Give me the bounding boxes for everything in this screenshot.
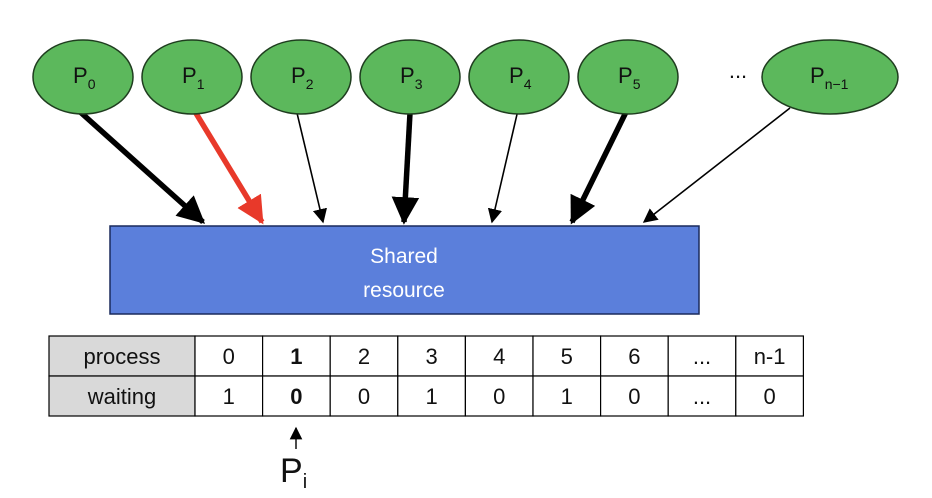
table-cell bbox=[667, 335, 737, 377]
table-cell bbox=[464, 335, 534, 377]
process-node-label-main: P bbox=[73, 63, 88, 88]
shared-resource-label-line1: Shared bbox=[370, 245, 438, 268]
table-cell-text: 1 bbox=[290, 344, 302, 369]
process-node-label-1: P1 bbox=[182, 63, 205, 92]
table-cell-text: 0 bbox=[628, 384, 640, 409]
process-node-1 bbox=[141, 39, 243, 115]
table-cell-text: 6 bbox=[628, 344, 640, 369]
table-cell bbox=[329, 335, 399, 377]
table-cell-text: 3 bbox=[425, 344, 437, 369]
arrow-p1 bbox=[191, 108, 265, 225]
table-cell bbox=[599, 375, 669, 417]
table-cell bbox=[397, 375, 466, 417]
process-node-label-main: P bbox=[182, 63, 197, 88]
waiting-table: process 0 1 2 3 4 5 6... n-1 waiting 1 0 0 1 0 1 0... 0 bbox=[48, 335, 804, 417]
table-cell bbox=[194, 335, 264, 377]
shared-resource-box bbox=[109, 225, 700, 315]
process-node-label-main: P bbox=[509, 63, 524, 88]
process-node-label-2: P2 bbox=[291, 63, 314, 92]
process-node-label-main: P bbox=[291, 63, 306, 88]
process-node-4 bbox=[468, 39, 570, 115]
table-cell bbox=[667, 375, 737, 417]
process-node-label-sub: 1 bbox=[197, 76, 205, 92]
process-node-label-main: P bbox=[400, 63, 415, 88]
table-cell bbox=[397, 335, 466, 377]
table-cell-text: 4 bbox=[493, 344, 505, 369]
table-cell-text: n-1 bbox=[754, 344, 786, 369]
table-cell-text: 0 bbox=[763, 384, 775, 409]
table-cell-text: 5 bbox=[561, 344, 573, 369]
table-cell-text: ... bbox=[693, 344, 711, 369]
shared-resource: Shared resource bbox=[109, 225, 700, 315]
table-cell-text: 2 bbox=[358, 344, 370, 369]
process-ellipsis: ... bbox=[729, 58, 747, 83]
table-cell-text: 0 bbox=[223, 344, 235, 369]
request-arrows bbox=[76, 106, 791, 225]
table-cell-text: 1 bbox=[425, 384, 437, 409]
pointer-label: Pi bbox=[280, 452, 307, 493]
process-node-label-sub: 3 bbox=[415, 76, 423, 92]
pointer-marker: Pi bbox=[280, 426, 307, 493]
arrow-p3 bbox=[391, 112, 420, 225]
arrow-p0 bbox=[76, 107, 206, 225]
process-node-label-sub: 5 bbox=[633, 76, 641, 92]
process-node-label-6: Pn−1 bbox=[810, 63, 849, 92]
process-node-2 bbox=[250, 39, 352, 115]
table-cell bbox=[464, 375, 534, 417]
table-header-text: waiting bbox=[87, 384, 156, 409]
process-node-3 bbox=[359, 39, 461, 115]
table-cell bbox=[262, 335, 331, 377]
process-node-label-3: P3 bbox=[400, 63, 423, 92]
shared-resource-label-line2: resource bbox=[363, 279, 445, 302]
process-node-5 bbox=[577, 39, 679, 115]
process-node-label-sub: 0 bbox=[88, 76, 96, 92]
process-node-label-sub: 4 bbox=[524, 76, 532, 92]
arrow-p4 bbox=[487, 109, 519, 224]
arrow-p6 bbox=[642, 107, 791, 223]
process-node-label-main: P bbox=[810, 63, 825, 88]
process-node-6 bbox=[761, 39, 899, 115]
process-node-label-5: P5 bbox=[618, 63, 641, 92]
process-node-label-4: P4 bbox=[509, 63, 532, 92]
pointer-label-sub: i bbox=[303, 471, 307, 493]
table-cell-text: 0 bbox=[290, 384, 302, 409]
arrow-p2 bbox=[296, 112, 327, 224]
table-cell-text: ... bbox=[693, 384, 711, 409]
pointer-label-main: P bbox=[280, 452, 303, 490]
arrow-p5 bbox=[569, 106, 631, 225]
process-node-label-main: P bbox=[618, 63, 633, 88]
table-cell-text: 1 bbox=[223, 384, 235, 409]
table-header-text: process bbox=[83, 344, 160, 369]
table-cell bbox=[735, 375, 804, 417]
process-node-label-sub: n−1 bbox=[825, 76, 849, 92]
process-node-label-sub: 2 bbox=[306, 76, 314, 92]
table-cell-text: 0 bbox=[493, 384, 505, 409]
process-node-0 bbox=[32, 39, 134, 115]
table-cell-text: 1 bbox=[561, 384, 573, 409]
process-node-label-0: P0 bbox=[73, 63, 96, 92]
table-cell-text: 0 bbox=[358, 384, 370, 409]
table-cell bbox=[735, 335, 804, 377]
